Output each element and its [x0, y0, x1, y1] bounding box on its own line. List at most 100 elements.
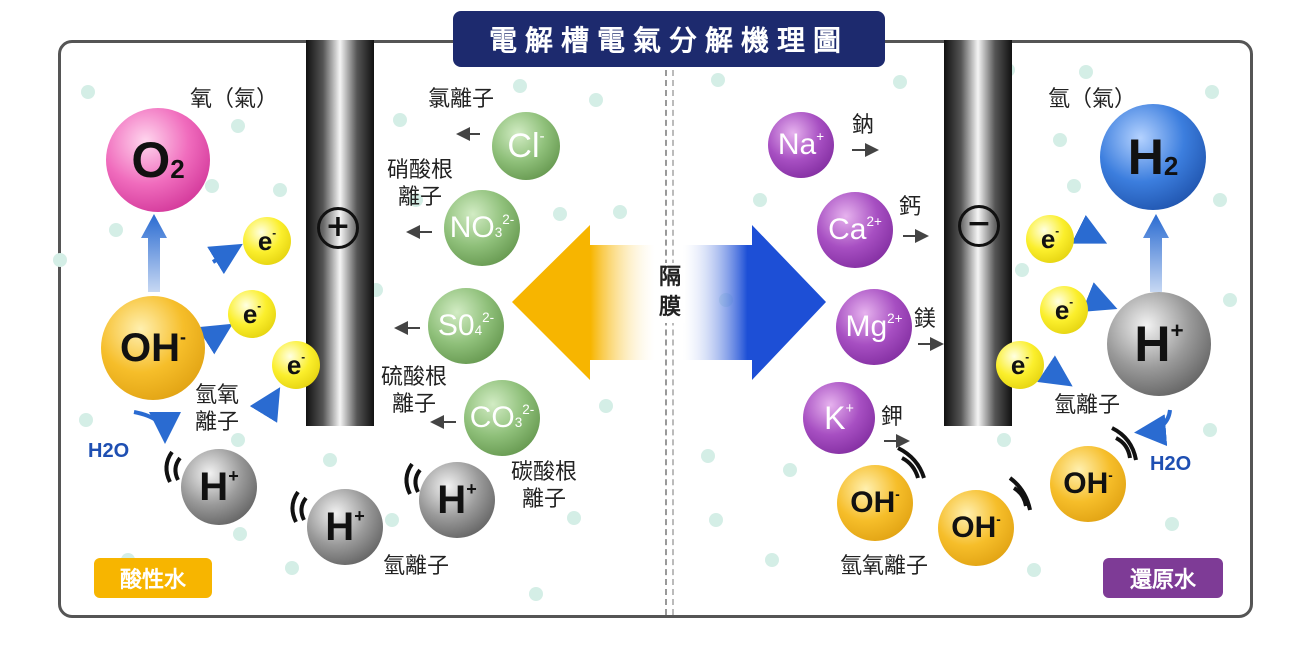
electron: e-: [1026, 215, 1074, 263]
water-label: H2O: [88, 440, 130, 462]
hydrogen-gas-label: 氫（氣）: [1048, 87, 1137, 112]
membrane-divider: [665, 70, 667, 615]
electron-arrow: [207, 243, 243, 275]
magnesium-label: 鎂: [914, 307, 937, 332]
oxygen-up-arrow: [141, 214, 167, 292]
bubble: [1027, 563, 1041, 577]
bubble: [79, 413, 93, 427]
hydroxide-ion: OH-: [837, 465, 913, 541]
oxygen-gas-label: 氧（氣）: [190, 87, 279, 112]
bubble: [285, 561, 299, 575]
bubble: [231, 433, 245, 447]
electron-arrow: [249, 387, 281, 423]
potassium-label: 鉀: [881, 405, 904, 430]
hydroxide-ion: OH-: [101, 296, 205, 400]
bubble: [233, 527, 247, 541]
electron-arrow: [1037, 355, 1073, 387]
bubble: [553, 207, 567, 221]
bubble: [599, 399, 613, 413]
chloride-label: 氯離子: [428, 87, 495, 112]
hydrogen-ion: H+: [419, 462, 495, 538]
electron: e-: [228, 290, 276, 338]
hydrogen-ion: H+: [1107, 292, 1211, 396]
bubble: [1205, 85, 1219, 99]
carbonate-label: 碳酸根 離子: [511, 460, 578, 512]
hydrogen-ion-label: 氫離子: [1054, 393, 1121, 418]
bubble: [1067, 179, 1081, 193]
bubble: [567, 511, 581, 525]
bubble: [323, 453, 337, 467]
bubble: [783, 463, 797, 477]
bubble: [1223, 293, 1237, 307]
calcium-label: 鈣: [899, 195, 922, 220]
sodium-label: 鈉: [852, 113, 875, 138]
bubble: [711, 73, 725, 87]
potassium-ion: K+: [803, 382, 875, 454]
electron: e-: [996, 341, 1044, 389]
bubble: [231, 119, 245, 133]
electron-arrow: [1071, 214, 1108, 244]
bubble: [765, 553, 779, 567]
membrane-label: 隔膜: [655, 263, 685, 323]
electron-arrow: [197, 323, 233, 355]
bubble: [529, 587, 543, 601]
bubble: [1015, 263, 1029, 277]
bubble: [709, 513, 723, 527]
nitrate-label: 硝酸根 離子: [387, 158, 454, 210]
hydroxide-ion-label: 氫氧 離子: [195, 383, 240, 435]
acidic-water-badge: 酸性水: [94, 558, 212, 598]
bubble: [513, 79, 527, 93]
bubble: [613, 205, 627, 219]
diagram-title: 電解槽電氣分解機理圖: [453, 11, 885, 67]
hydrogen-ion: H+: [307, 489, 383, 565]
minus-icon: −: [958, 205, 1000, 247]
water-curve-arrow: [1134, 409, 1172, 447]
sulfate-label: 硫酸根 離子: [381, 365, 448, 417]
bubble: [81, 85, 95, 99]
bubble: [273, 183, 287, 197]
hydroxide-ion-label: 氫氧離子: [840, 554, 929, 579]
bubble: [1165, 517, 1179, 531]
bubble: [109, 223, 123, 237]
sodium-ion: Na+: [768, 112, 834, 178]
bubble: [1079, 65, 1093, 79]
reduced-water-badge: 還原水: [1103, 558, 1223, 598]
bubble: [385, 513, 399, 527]
hydroxide-ion: OH-: [1050, 446, 1126, 522]
hydrogen-ion-label: 氫離子: [383, 554, 450, 579]
bubble: [997, 433, 1011, 447]
water-curve-arrow: [133, 410, 181, 444]
bubble: [1053, 133, 1067, 147]
plus-icon: +: [317, 207, 359, 249]
anion-flow-arrow: [512, 225, 655, 380]
cation-flow-arrow: [683, 225, 826, 380]
electron: e-: [243, 217, 291, 265]
electron: e-: [272, 341, 320, 389]
electron: e-: [1040, 286, 1088, 334]
bubble: [1213, 193, 1227, 207]
membrane-divider-inner: [672, 70, 674, 615]
chloride-ion: Cl-: [492, 112, 560, 180]
bubble: [893, 75, 907, 89]
bubble: [409, 193, 423, 207]
electron-arrow: [1081, 282, 1118, 312]
bubble: [393, 113, 407, 127]
bubble: [701, 449, 715, 463]
bubble: [205, 179, 219, 193]
hydrogen-up-arrow: [1143, 214, 1169, 292]
hydroxide-ion: OH-: [938, 490, 1014, 566]
water-label: H2O: [1150, 453, 1192, 475]
hydrogen-ion: H+: [181, 449, 257, 525]
bubble: [753, 193, 767, 207]
vibration-marks: [164, 426, 1138, 523]
bubble: [53, 253, 67, 267]
bubble: [589, 93, 603, 107]
